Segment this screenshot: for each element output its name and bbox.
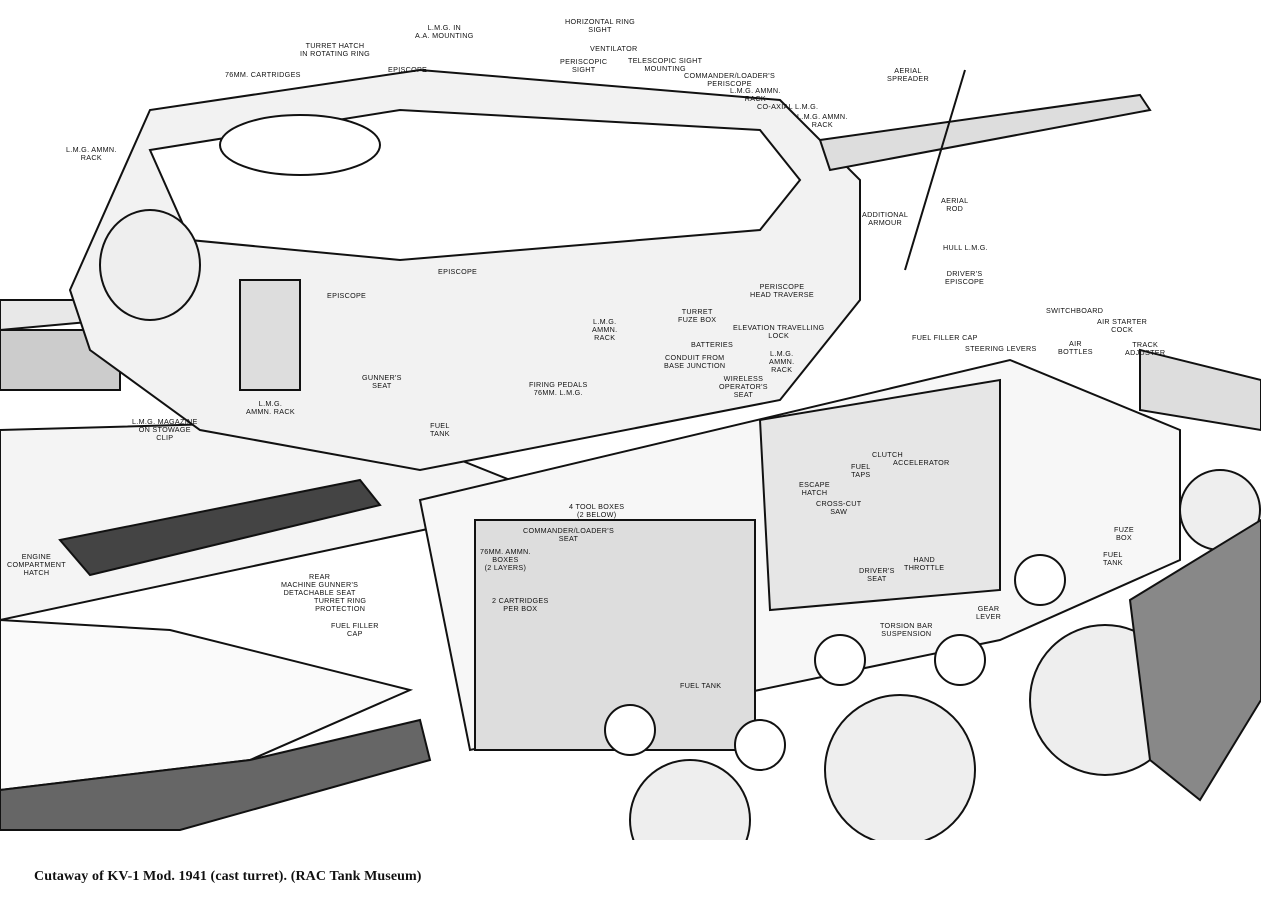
- return-roller-3: [814, 634, 866, 686]
- label-fuel-tank-turret: FUEL TANK: [430, 421, 450, 438]
- main-gun-barrel: [818, 93, 1152, 172]
- road-wheel-1: [824, 694, 976, 840]
- label-gear-lever: GEAR LEVER: [976, 604, 1002, 621]
- label-lmg-ammn-rack-mid: L.M.G. AMMN. RACK: [592, 317, 618, 342]
- turret-rear-mount: [99, 209, 201, 321]
- rear-track: [0, 718, 432, 831]
- front-hull: [1139, 348, 1261, 432]
- label-tool-boxes: 4 TOOL BOXES (2 BELOW): [569, 502, 625, 519]
- label-ammn-boxes: 76MM. AMMN. BOXES (2 LAYERS): [480, 547, 531, 572]
- label-turret-fuze-box: TURRET FUZE BOX: [678, 307, 717, 324]
- label-engine-hatch: ENGINE COMPARTMENT HATCH: [7, 552, 66, 577]
- label-lmg-ammn-rack-left: L.M.G. AMMN. RACK: [66, 145, 117, 162]
- turret-hatch-ring: [219, 114, 381, 176]
- label-horizontal-ring-sight: HORIZONTAL RING SIGHT: [565, 17, 635, 34]
- label-turret-ring: TURRET RING PROTECTION: [314, 596, 367, 613]
- label-aerial-rod: AERIAL ROD: [941, 196, 969, 213]
- label-turret-hatch: TURRET HATCH IN ROTATING RING: [300, 41, 371, 58]
- label-conduit: CONDUIT FROM BASE JUNCTION: [664, 353, 726, 370]
- ammo-rack-cylinder: [239, 279, 301, 391]
- label-fuel-tank-bottom: FUEL TANK: [680, 681, 722, 690]
- label-commander-seat: COMMANDER/LOADER'S SEAT: [523, 526, 615, 543]
- label-additional-armour: ADDITIONAL ARMOUR: [862, 210, 909, 227]
- label-air-starter-cock: AIR STARTER COCK: [1097, 317, 1148, 334]
- rear-plate: [0, 618, 414, 792]
- label-elevation-lock: ELEVATION TRAVELLING LOCK: [733, 323, 825, 340]
- label-wireless-seat: WIRELESS OPERATOR'S SEAT: [719, 374, 768, 399]
- label-torsion-bar: TORSION BAR SUSPENSION: [880, 621, 933, 638]
- label-batteries: BATTERIES: [691, 340, 734, 349]
- label-rear-mg-seat: REAR MACHINE GUNNER'S DETACHABLE SEAT: [281, 572, 359, 597]
- label-lmg-ammn-rack-top: L.M.G. AMMN. RACK: [730, 86, 781, 103]
- label-episcope-left: EPISCOPE: [327, 291, 367, 300]
- label-accelerator: ACCELERATOR: [893, 458, 950, 467]
- label-fuel-taps: FUEL TAPS: [851, 462, 871, 479]
- cutaway-drawing: [0, 68, 1261, 840]
- return-roller-5: [1014, 554, 1066, 606]
- label-commander-periscope: COMMANDER/LOADER'S PERISCOPE: [684, 71, 776, 88]
- label-fuel-filler-cap-bottom: FUEL FILLER CAP: [331, 621, 379, 638]
- label-episcope-top: EPISCOPE: [388, 65, 428, 74]
- label-periscope-head: PERISCOPE HEAD TRAVERSE: [750, 282, 814, 299]
- figure-caption: Cutaway of KV-1 Mod. 1941 (cast turret).…: [34, 869, 422, 884]
- label-periscopic-sight: PERISCOPIC SIGHT: [560, 57, 608, 74]
- label-gunners-seat: GUNNER'S SEAT: [362, 373, 402, 390]
- label-ventilator: VENTILATOR: [590, 44, 638, 53]
- label-fuze-box: FUZE BOX: [1114, 525, 1134, 542]
- return-roller-2: [734, 719, 786, 771]
- engine-grille: [58, 478, 382, 577]
- label-track-adjuster: TRACK ADJUSTER: [1125, 340, 1166, 357]
- label-hull-lmg: HULL L.M.G.: [943, 243, 988, 252]
- right-track: [1128, 518, 1261, 802]
- tank-illustration: [0, 68, 1261, 840]
- road-wheel-3: [629, 759, 751, 840]
- label-crosscut-saw: CROSS-CUT SAW: [816, 499, 862, 516]
- label-firing-pedals: FIRING PEDALS 76MM. L.M.G.: [529, 380, 588, 397]
- label-lmg-ammn-rack-top2: L.M.G. AMMN. RACK: [797, 112, 848, 129]
- label-lmg-ammn-rack-right: L.M.G. AMMN. RACK: [769, 349, 795, 374]
- aerial-rod-line: [904, 69, 966, 271]
- driver-compartment: [758, 378, 1001, 612]
- label-coaxial-lmg: CO-AXIAL L.M.G.: [757, 102, 819, 111]
- label-cartridges-per-box: 2 CARTRIDGES PER BOX: [492, 596, 549, 613]
- label-steering-levers: STEERING LEVERS: [965, 344, 1037, 353]
- label-fuel-filler-cap-top: FUEL FILLER CAP: [912, 333, 978, 342]
- label-episcope-mid: EPISCOPE: [438, 267, 478, 276]
- label-switchboard: SWITCHBOARD: [1046, 306, 1104, 315]
- label-76mm-cartridges: 76MM. CARTRIDGES: [225, 70, 301, 79]
- label-drivers-seat: DRIVER'S SEAT: [859, 566, 895, 583]
- return-roller-4: [934, 634, 986, 686]
- label-clutch: CLUTCH: [872, 450, 903, 459]
- label-lmg-aa: L.M.G. IN A.A. MOUNTING: [415, 23, 474, 40]
- label-drivers-episcope: DRIVER'S EPISCOPE: [945, 269, 985, 286]
- label-fuel-tank-right: FUEL TANK: [1103, 550, 1123, 567]
- label-escape-hatch: ESCAPE HATCH: [799, 480, 830, 497]
- label-lmg-ammn-rack-bottom: L.M.G. AMMN. RACK: [246, 399, 295, 416]
- label-hand-throttle: HAND THROTTLE: [904, 555, 945, 572]
- return-roller-1: [604, 704, 656, 756]
- label-air-bottles: AIR BOTTLES: [1058, 339, 1093, 356]
- label-lmg-magazine: L.M.G. MAGAZINE ON STOWAGE CLIP: [132, 417, 198, 442]
- label-telescopic-sight: TELESCOPIC SIGHT MOUNTING: [628, 56, 703, 73]
- label-aerial-spreader: AERIAL SPREADER: [887, 66, 929, 83]
